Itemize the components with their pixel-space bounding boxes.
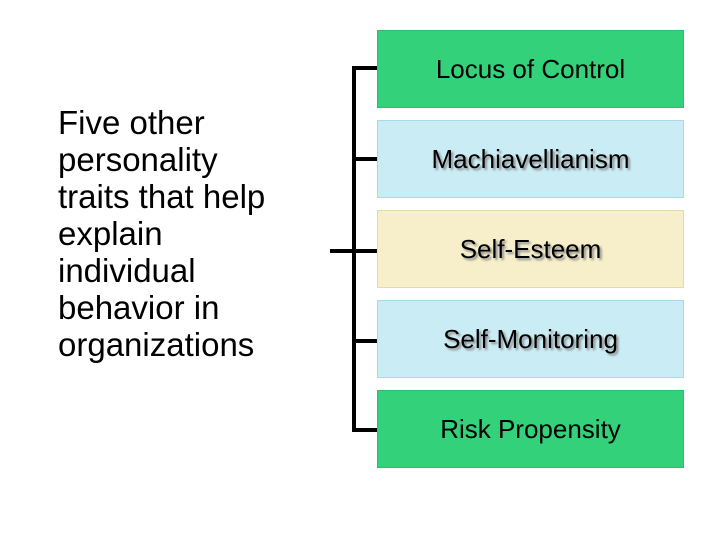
- bracket-tick-4: [352, 339, 377, 343]
- bracket-tick-3: [352, 249, 377, 253]
- trait-box-risk-propensity: Risk Propensity: [377, 390, 684, 468]
- bracket-tick-1: [352, 66, 377, 70]
- trait-box-locus-of-control: Locus of Control: [377, 30, 684, 108]
- bracket-stem: [330, 249, 355, 253]
- bracket-tick-5: [352, 428, 377, 432]
- trait-label: Locus of Control: [435, 53, 626, 84]
- trait-label: Machiavellianism: [431, 143, 630, 174]
- trait-label: Self-Esteem: [459, 233, 602, 264]
- intro-text: Five other personality traits that help …: [58, 104, 266, 363]
- trait-box-self-monitoring: Self-Monitoring: [377, 300, 684, 378]
- trait-label: Self-Monitoring: [443, 323, 618, 354]
- trait-box-self-esteem: Self-Esteem: [377, 210, 684, 288]
- trait-label: Risk Propensity: [440, 413, 621, 444]
- bracket-tick-2: [352, 157, 377, 161]
- trait-box-machiavellianism: Machiavellianism: [377, 120, 684, 198]
